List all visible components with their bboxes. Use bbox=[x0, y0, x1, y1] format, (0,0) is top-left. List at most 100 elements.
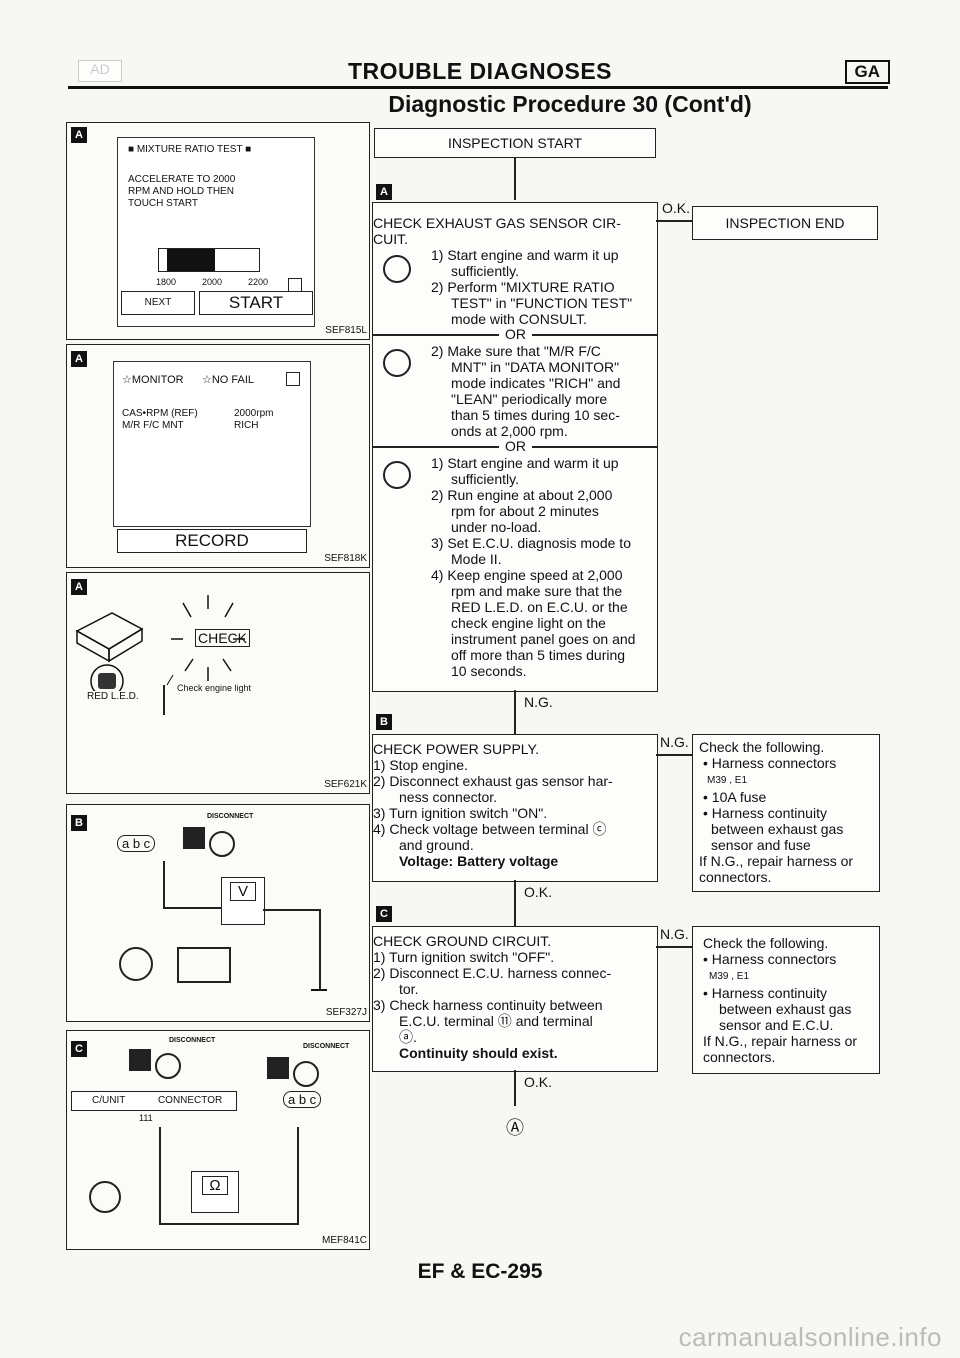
step-title: CHECK POWER SUPPLY. bbox=[373, 741, 539, 757]
gauge-tick: 2200 bbox=[248, 277, 269, 287]
pin-number: 111 bbox=[139, 1113, 153, 1123]
cunit-label: C/UNIT bbox=[92, 1095, 126, 1106]
flow-connector bbox=[656, 946, 692, 948]
probe-wire bbox=[263, 909, 319, 911]
ng-label: N.G. bbox=[660, 926, 689, 942]
procedure-line: onds at 2,000 rpm. bbox=[451, 423, 568, 439]
procedure-line: 1) Start engine and warm it up bbox=[431, 247, 619, 263]
procedure-line: tor. bbox=[399, 981, 419, 997]
header-rule bbox=[68, 86, 888, 89]
monitor-item-name: M/R F/C MNT bbox=[122, 420, 184, 431]
monitor-item-name: CAS•RPM (REF) bbox=[122, 408, 198, 419]
check-lamp-text: CHECK bbox=[195, 629, 251, 647]
gauge-tick: 1800 bbox=[156, 277, 177, 287]
disconnect-label: DISCONNECT bbox=[169, 1037, 216, 1044]
figure-code: SEF815L bbox=[325, 325, 367, 336]
step-title: CHECK EXHAUST GAS SENSOR CIR- bbox=[373, 215, 621, 231]
procedure-line: 2) Disconnect E.C.U. harness connec- bbox=[373, 965, 612, 981]
procedure-line: 3) Turn ignition switch "ON". bbox=[373, 805, 548, 821]
check-engine-lamp-icon bbox=[166, 595, 245, 686]
procedure-line: sufficiently. bbox=[451, 471, 519, 487]
no-fail-status: ☆NO FAIL bbox=[202, 374, 255, 386]
remedy-line: If N.G., repair harness or bbox=[703, 1033, 858, 1049]
procedure-line: Mode II. bbox=[451, 551, 502, 567]
disconnect-icon bbox=[129, 1049, 151, 1071]
remedy-line: connectors. bbox=[703, 1049, 776, 1065]
procedure-line: mode indicates "RICH" and bbox=[451, 375, 621, 391]
panel-label: A bbox=[71, 351, 87, 367]
no-tools-icon bbox=[383, 461, 411, 489]
figure-code: SEF818K bbox=[324, 553, 367, 564]
remedy-line: • Harness connectors bbox=[703, 951, 837, 967]
spec-value: Continuity should exist. bbox=[399, 1045, 558, 1061]
remedy-line: If N.G., repair harness or bbox=[699, 853, 854, 869]
consult-tool-icon bbox=[383, 255, 411, 283]
ground-wire bbox=[319, 909, 321, 989]
consult-tool-icon bbox=[383, 349, 411, 377]
panel-label: B bbox=[71, 815, 87, 831]
ecu-unit-icon bbox=[75, 612, 144, 691]
data-monitor-screen: ☆MONITOR ☆NO FAIL CAS•RPM (REF) 2000rpm … bbox=[113, 361, 311, 527]
screen-line: RPM AND HOLD THEN bbox=[128, 186, 234, 197]
procedure-line: rpm and make sure that the bbox=[451, 583, 623, 599]
inspection-start-box: INSPECTION START bbox=[374, 128, 656, 158]
remedy-line: Check the following. bbox=[699, 739, 825, 755]
next-button[interactable]: NEXT bbox=[121, 291, 195, 315]
step-title: CUIT. bbox=[373, 231, 408, 247]
sensor-terminal-connector: a b c bbox=[283, 1091, 322, 1108]
panel-mixture-ratio-test: A ■ MIXTURE RATIO TEST ■ ACCELERATE TO 2… bbox=[66, 122, 370, 340]
panel-label: C bbox=[71, 1041, 87, 1057]
record-indicator-icon bbox=[286, 372, 300, 386]
ok-label: O.K. bbox=[524, 884, 553, 900]
monitor-header: ☆MONITOR bbox=[122, 374, 184, 386]
panel-label: A bbox=[71, 127, 87, 143]
procedure-line: ness connector. bbox=[399, 789, 498, 805]
probe-wire bbox=[159, 1223, 287, 1225]
disconnect-label: DISCONNECT bbox=[303, 1043, 350, 1050]
rpm-gauge-fill bbox=[167, 249, 215, 271]
figure-code: SEF621K bbox=[324, 779, 367, 790]
panel-continuity-check: C DISCONNECT DISCONNECT C/UNIT CONNECTOR… bbox=[66, 1030, 370, 1250]
procedure-line: RED L.E.D. on E.C.U. or the bbox=[451, 599, 628, 615]
procedure-line: 4) Keep engine speed at 2,000 bbox=[431, 567, 623, 583]
start-button[interactable]: START bbox=[199, 291, 313, 315]
ecu-connector-strip: C/UNIT CONNECTOR bbox=[71, 1091, 237, 1111]
step-a-check-exhaust-sensor: CHECK EXHAUST GAS SENSOR CIR- CUIT. 1) S… bbox=[372, 202, 658, 692]
flow-connector bbox=[514, 1070, 516, 1106]
procedure-line: and ground. bbox=[399, 837, 474, 853]
harness-connector-icon bbox=[155, 1053, 181, 1079]
disconnect-icon bbox=[183, 827, 205, 849]
procedure-line: ⓐ. bbox=[399, 1029, 417, 1045]
divider bbox=[163, 685, 165, 715]
screen-line: TOUCH START bbox=[128, 198, 199, 209]
screen-title: ■ MIXTURE RATIO TEST ■ bbox=[128, 144, 252, 155]
procedure-line: 3) Set E.C.U. diagnosis mode to bbox=[431, 535, 631, 551]
remedy-line: Check the following. bbox=[703, 935, 829, 951]
remedy-line: sensor and fuse bbox=[711, 837, 811, 853]
voltmeter-symbol: V bbox=[230, 882, 256, 901]
flow-connector bbox=[514, 690, 516, 734]
procedure-line: 1) Turn ignition switch "OFF". bbox=[373, 949, 555, 965]
probe-wire bbox=[163, 861, 165, 907]
screen-line: ACCELERATE TO 2000 bbox=[128, 174, 236, 185]
ground-symbol bbox=[311, 989, 327, 991]
ng-label: N.G. bbox=[524, 694, 553, 710]
remedy-line: between exhaust gas bbox=[719, 1001, 852, 1017]
procedure-line: check engine light on the bbox=[451, 615, 606, 631]
step-c-remedy-box: Check the following. • Harness connector… bbox=[692, 926, 880, 1074]
step-label: B bbox=[376, 714, 392, 730]
record-button[interactable]: RECORD bbox=[117, 529, 307, 553]
ignition-on-icon bbox=[119, 947, 153, 981]
remedy-line: • Harness continuity bbox=[703, 985, 827, 1001]
faint-section-tag: AD bbox=[78, 60, 122, 82]
goto-connector-a: Ⓐ bbox=[506, 1118, 524, 1138]
rpm-gauge bbox=[158, 248, 260, 272]
procedure-line: E.C.U. terminal ⑪ and terminal bbox=[399, 1013, 593, 1029]
procedure-line: 1) Stop engine. bbox=[373, 757, 468, 773]
panel-voltage-check: B a b c DISCONNECT V SEF327J bbox=[66, 804, 370, 1022]
procedure-line: 2) Perform "MIXTURE RATIO bbox=[431, 279, 615, 295]
procedure-line: 4) Check voltage between terminal ⓒ bbox=[373, 821, 607, 837]
step-label: A bbox=[376, 184, 392, 200]
remedy-line: connectors. bbox=[699, 869, 772, 885]
spec-value: Voltage: Battery voltage bbox=[399, 853, 559, 869]
